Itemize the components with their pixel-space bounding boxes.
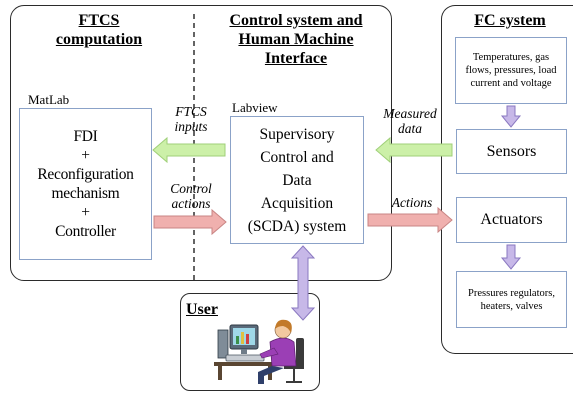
fc-inputs-box: Temperatures, gas flows, pressures, load…	[455, 37, 567, 104]
actions-arrow	[367, 206, 453, 234]
control-system-heading: Control system and Human Machine Interfa…	[229, 12, 363, 67]
scda-line: (SCDA) system	[247, 217, 347, 235]
ftcs-heading: FTCS computation	[55, 12, 143, 48]
sensors-box: Sensors	[456, 129, 567, 174]
fc-system-heading: FC system	[474, 12, 546, 29]
ftcs-inputs-arrow	[152, 136, 226, 164]
fdi-line: FDI	[73, 128, 98, 145]
fdi-line: Controller	[55, 223, 116, 240]
scda-box: Supervisory Control and Data Acquisition…	[230, 116, 364, 244]
ftcs-inputs-label: FTCS inputs	[174, 104, 208, 134]
inputs-to-sensors-arrow	[500, 105, 522, 128]
actions-label: Actions	[391, 195, 433, 210]
control-actions-arrow	[153, 208, 227, 236]
matlab-label: MatLab	[28, 92, 70, 107]
user-heading: User	[186, 301, 218, 318]
scda-line: Data	[282, 171, 312, 189]
fdi-line: +	[81, 204, 90, 221]
scda-line: Acquisition	[260, 194, 334, 212]
scda-user-arrow	[290, 245, 316, 321]
fdi-line: mechanism	[51, 185, 120, 202]
person-at-computer-icon	[214, 319, 304, 384]
actuators-to-outputs-arrow	[500, 244, 522, 270]
fdi-line: Reconfiguration	[37, 166, 134, 183]
control-actions-label: Control actions	[170, 181, 212, 211]
measured-data-label: Measured data	[383, 106, 437, 136]
fdi-box: FDI + Reconfiguration mechanism + Contro…	[19, 108, 152, 260]
scda-line: Supervisory	[259, 125, 335, 143]
measured-data-arrow	[375, 136, 453, 164]
fdi-line: +	[81, 147, 90, 164]
fc-outputs-box: Pressures regulators, heaters, valves	[456, 271, 567, 328]
labview-label: Labview	[232, 100, 278, 115]
actuators-box: Actuators	[456, 197, 567, 243]
scda-line: Control and	[260, 148, 334, 166]
